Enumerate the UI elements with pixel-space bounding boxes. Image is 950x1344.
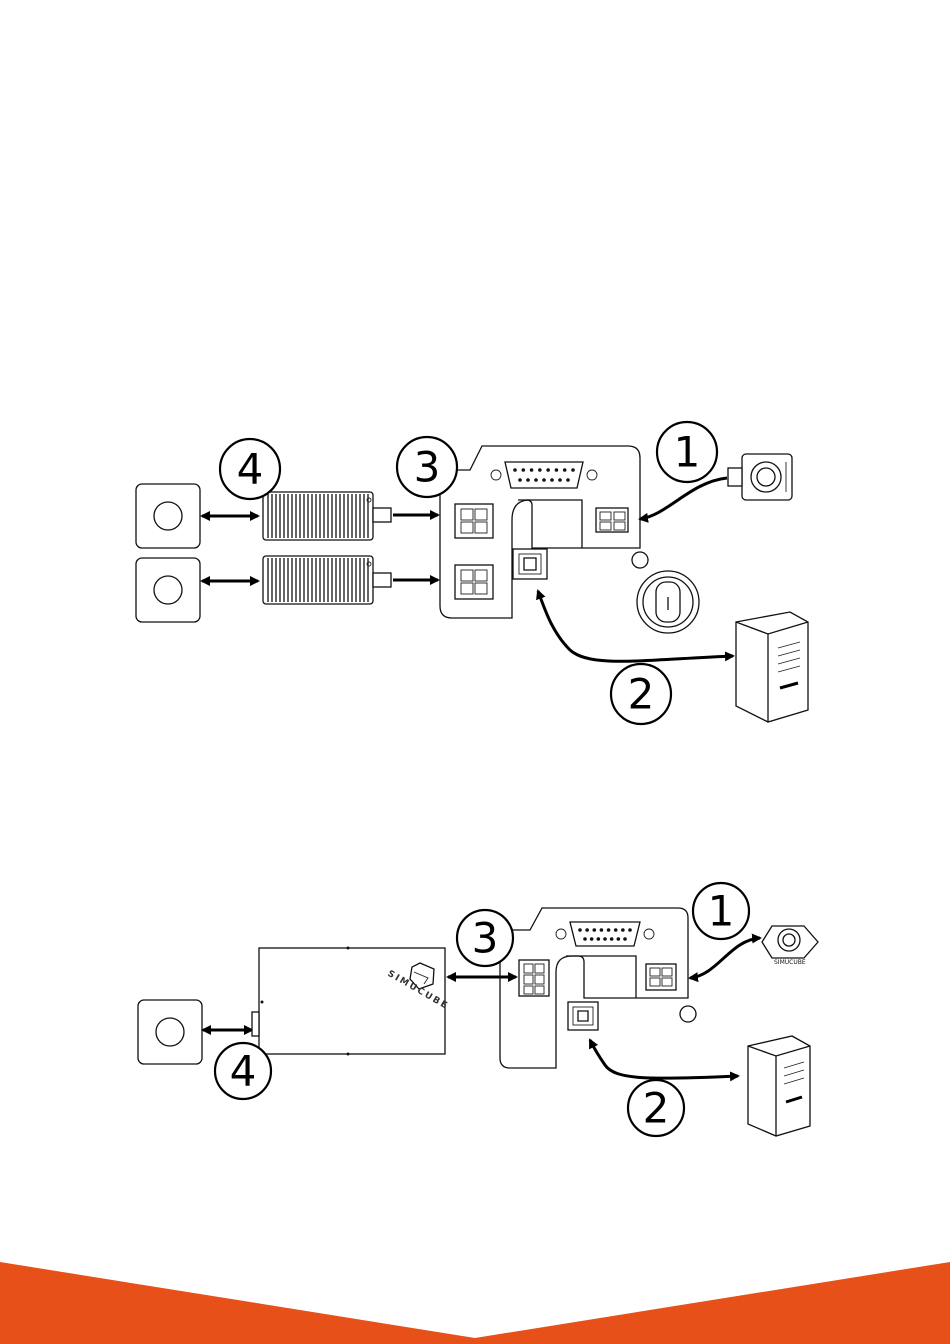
led-icon xyxy=(680,1006,696,1022)
power-supply-icon xyxy=(263,556,391,604)
db15-port-icon xyxy=(491,462,597,488)
callout-4: 4 xyxy=(215,1043,271,1099)
svg-text:3: 3 xyxy=(472,914,499,963)
estop-arrow xyxy=(690,938,760,978)
usb-b-port-icon xyxy=(513,549,547,579)
usb-b-port-icon xyxy=(568,1002,598,1030)
svg-text:SIMUCUBE: SIMUCUBE xyxy=(774,959,806,966)
db15-port-icon xyxy=(556,922,654,946)
dual-psu-diagram: 1 2 3 4 xyxy=(136,422,808,724)
power-connector-icon xyxy=(646,964,676,990)
svg-text:3: 3 xyxy=(414,443,441,492)
power-supply-icon: SIMUCUBE xyxy=(252,947,450,1056)
callout-2: 2 xyxy=(611,664,671,724)
computer-tower-icon xyxy=(748,1036,810,1136)
power-connector-icon xyxy=(455,504,493,538)
svg-text:2: 2 xyxy=(643,1084,670,1133)
svg-text:4: 4 xyxy=(237,445,264,494)
callout-1: 1 xyxy=(693,883,749,939)
power-connector-icon xyxy=(455,565,493,599)
power-supply-icon xyxy=(263,492,391,540)
emergency-stop-icon xyxy=(728,454,792,500)
mains-socket-icon xyxy=(136,558,200,622)
power-connector-icon xyxy=(519,960,549,996)
usb-arrow xyxy=(538,591,733,661)
computer-tower-icon xyxy=(736,612,808,722)
svg-text:1: 1 xyxy=(674,428,701,477)
controller-board xyxy=(500,908,696,1068)
led-icon xyxy=(632,552,648,568)
footer-accent-band xyxy=(0,1262,950,1344)
estop-arrow xyxy=(640,478,727,519)
controller-board xyxy=(440,446,699,633)
power-switch-icon xyxy=(637,571,699,633)
power-connector-icon xyxy=(596,508,628,532)
callout-3: 3 xyxy=(457,910,513,966)
callout-1: 1 xyxy=(657,422,717,482)
mains-socket-icon xyxy=(138,1000,202,1064)
emergency-stop-icon: SIMUCUBE xyxy=(762,926,818,966)
single-psu-diagram: SIMUCUBE xyxy=(138,883,818,1136)
mains-socket-icon xyxy=(136,484,200,548)
callout-2: 2 xyxy=(628,1080,684,1136)
callout-3: 3 xyxy=(397,437,457,497)
svg-text:1: 1 xyxy=(708,887,735,936)
callout-4: 4 xyxy=(220,439,280,499)
svg-text:2: 2 xyxy=(628,670,655,719)
svg-text:4: 4 xyxy=(230,1047,257,1096)
usb-arrow xyxy=(590,1040,738,1078)
